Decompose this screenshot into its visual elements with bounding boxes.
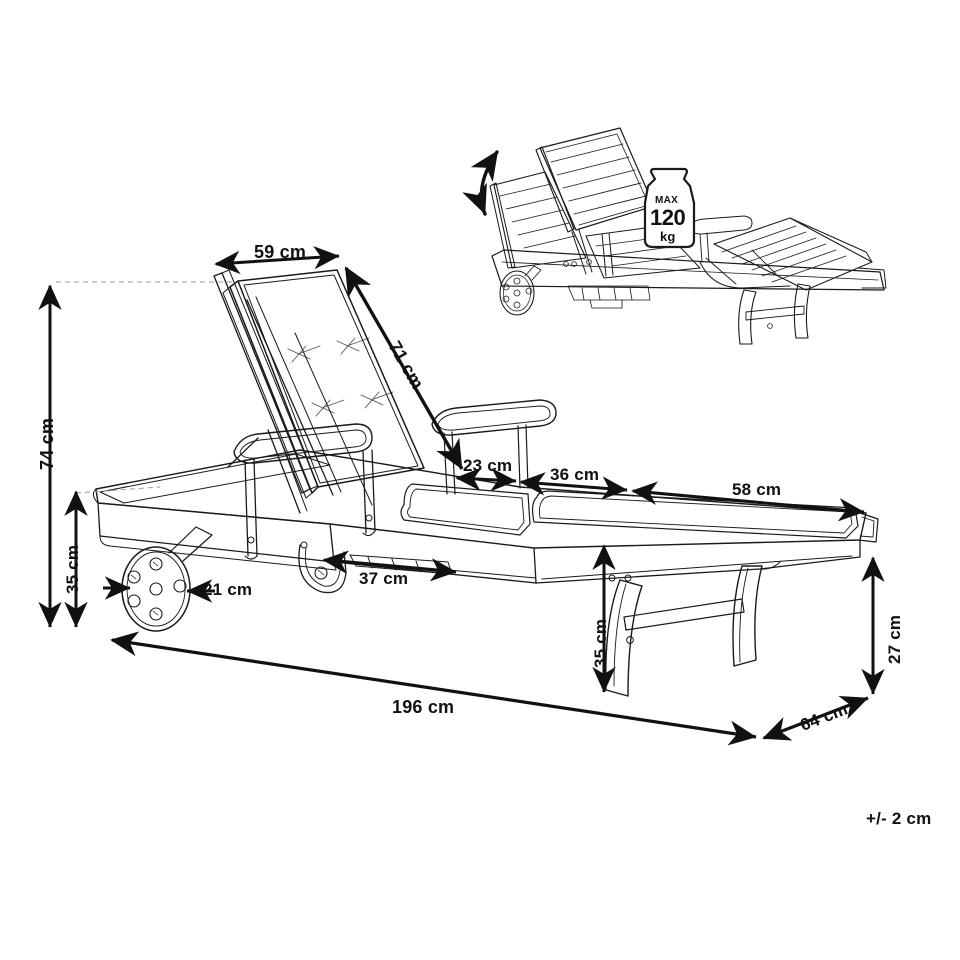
inset-leg-assembly: [738, 283, 811, 345]
dim-58cm-line: [631, 481, 865, 522]
dim-59cm-line: [214, 245, 340, 275]
label-59cm: 59 cm: [254, 242, 307, 262]
label-35cm-rear: 35 cm: [591, 618, 610, 668]
dimension-lines: [38, 245, 885, 746]
dim-196cm-line: [110, 631, 757, 746]
inset-main-rail: [491, 249, 887, 291]
seat-cushion-middle: [400, 483, 531, 536]
inset-backrest-support: [563, 229, 614, 277]
dim-37cm-line: [322, 550, 457, 582]
inset-under-tray: [567, 285, 651, 309]
dim-64cm-line: [762, 696, 869, 741]
dim-71cm-line: [344, 266, 464, 470]
inset-backrest-slats: [535, 127, 655, 233]
recline-arrow-icon: [462, 150, 499, 216]
inset-lounger-illustration: [489, 127, 887, 345]
tolerance-note: +/- 2 cm: [866, 809, 932, 828]
label-21cm: 21 cm: [203, 580, 253, 599]
inset-wheel: [499, 265, 542, 316]
label-74cm: 74 cm: [37, 417, 57, 470]
label-36cm: 36 cm: [550, 465, 600, 484]
label-37cm: 37 cm: [359, 569, 409, 588]
label-196cm: 196 cm: [392, 697, 455, 717]
max-weight-value: 120: [650, 205, 686, 230]
label-27cm: 27 cm: [885, 614, 904, 664]
foot-end-frame: [857, 512, 879, 543]
dim-23cm-line: [455, 467, 517, 492]
label-58cm: 58 cm: [732, 480, 782, 499]
max-weight-unit: kg: [660, 229, 676, 244]
label-23cm: 23 cm: [463, 456, 513, 475]
label-35cm-front: 35 cm: [63, 544, 82, 594]
inset-armrest: [687, 215, 753, 263]
dim-36cm-line: [519, 472, 628, 500]
max-weight-label: MAX: [655, 195, 679, 206]
